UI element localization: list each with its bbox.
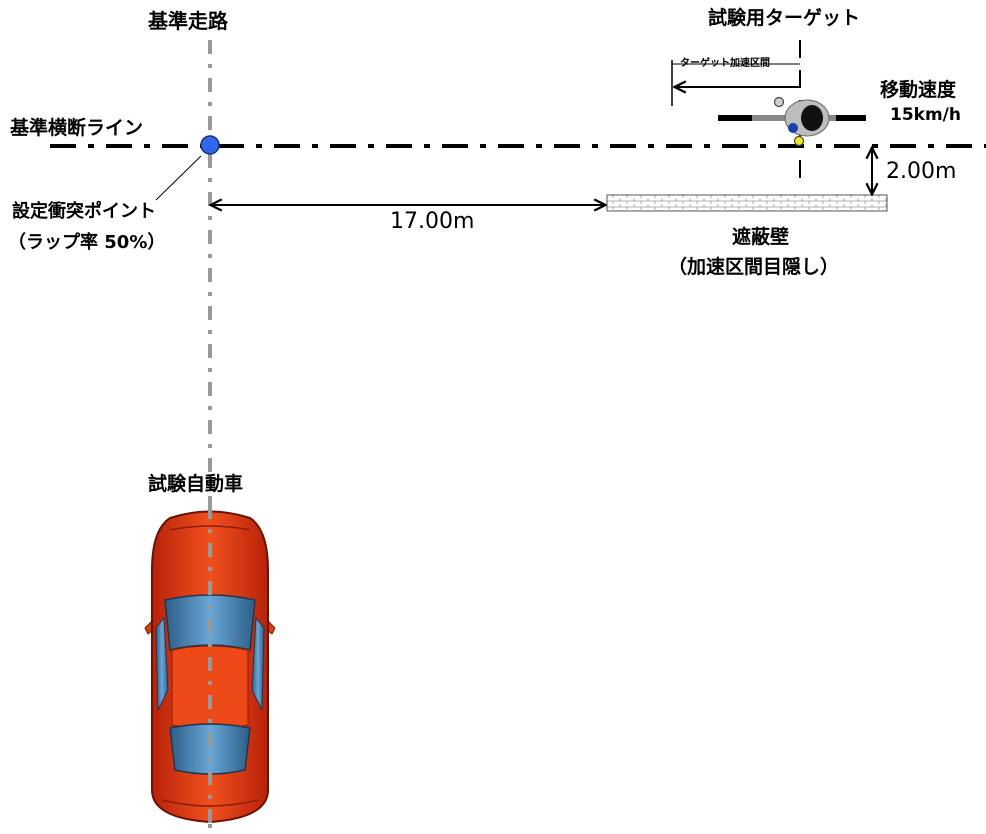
test-vehicle-icon	[144, 510, 276, 824]
wall-subtitle: （加速区間目隠し）	[668, 256, 840, 278]
reference-lane-label: 基準走路	[148, 9, 228, 33]
test-vehicle-label: 試験自動車	[148, 473, 244, 495]
crossing-line-label: 基準横断ライン	[10, 117, 144, 139]
approach-distance-label: 17.00m	[390, 209, 475, 234]
collision-point-marker	[200, 135, 220, 155]
collision-point-lap-rate: （ラップ率 50%）	[8, 232, 166, 253]
moving-speed-value: 15km/h	[890, 105, 961, 125]
collision-point-leader	[155, 155, 202, 201]
moving-speed-title: 移動速度	[880, 79, 957, 101]
shielding-wall	[606, 194, 888, 212]
wall-title: 遮蔽壁	[732, 226, 790, 248]
target-accel-zone-label: ターゲット加速区間	[680, 58, 770, 69]
gap-distance-label: 2.00m	[886, 159, 957, 184]
bicycle-target-icon	[718, 96, 866, 147]
test-target-label: 試験用ターゲット	[708, 7, 861, 29]
collision-point-label: 設定衝突ポイント	[12, 201, 156, 222]
